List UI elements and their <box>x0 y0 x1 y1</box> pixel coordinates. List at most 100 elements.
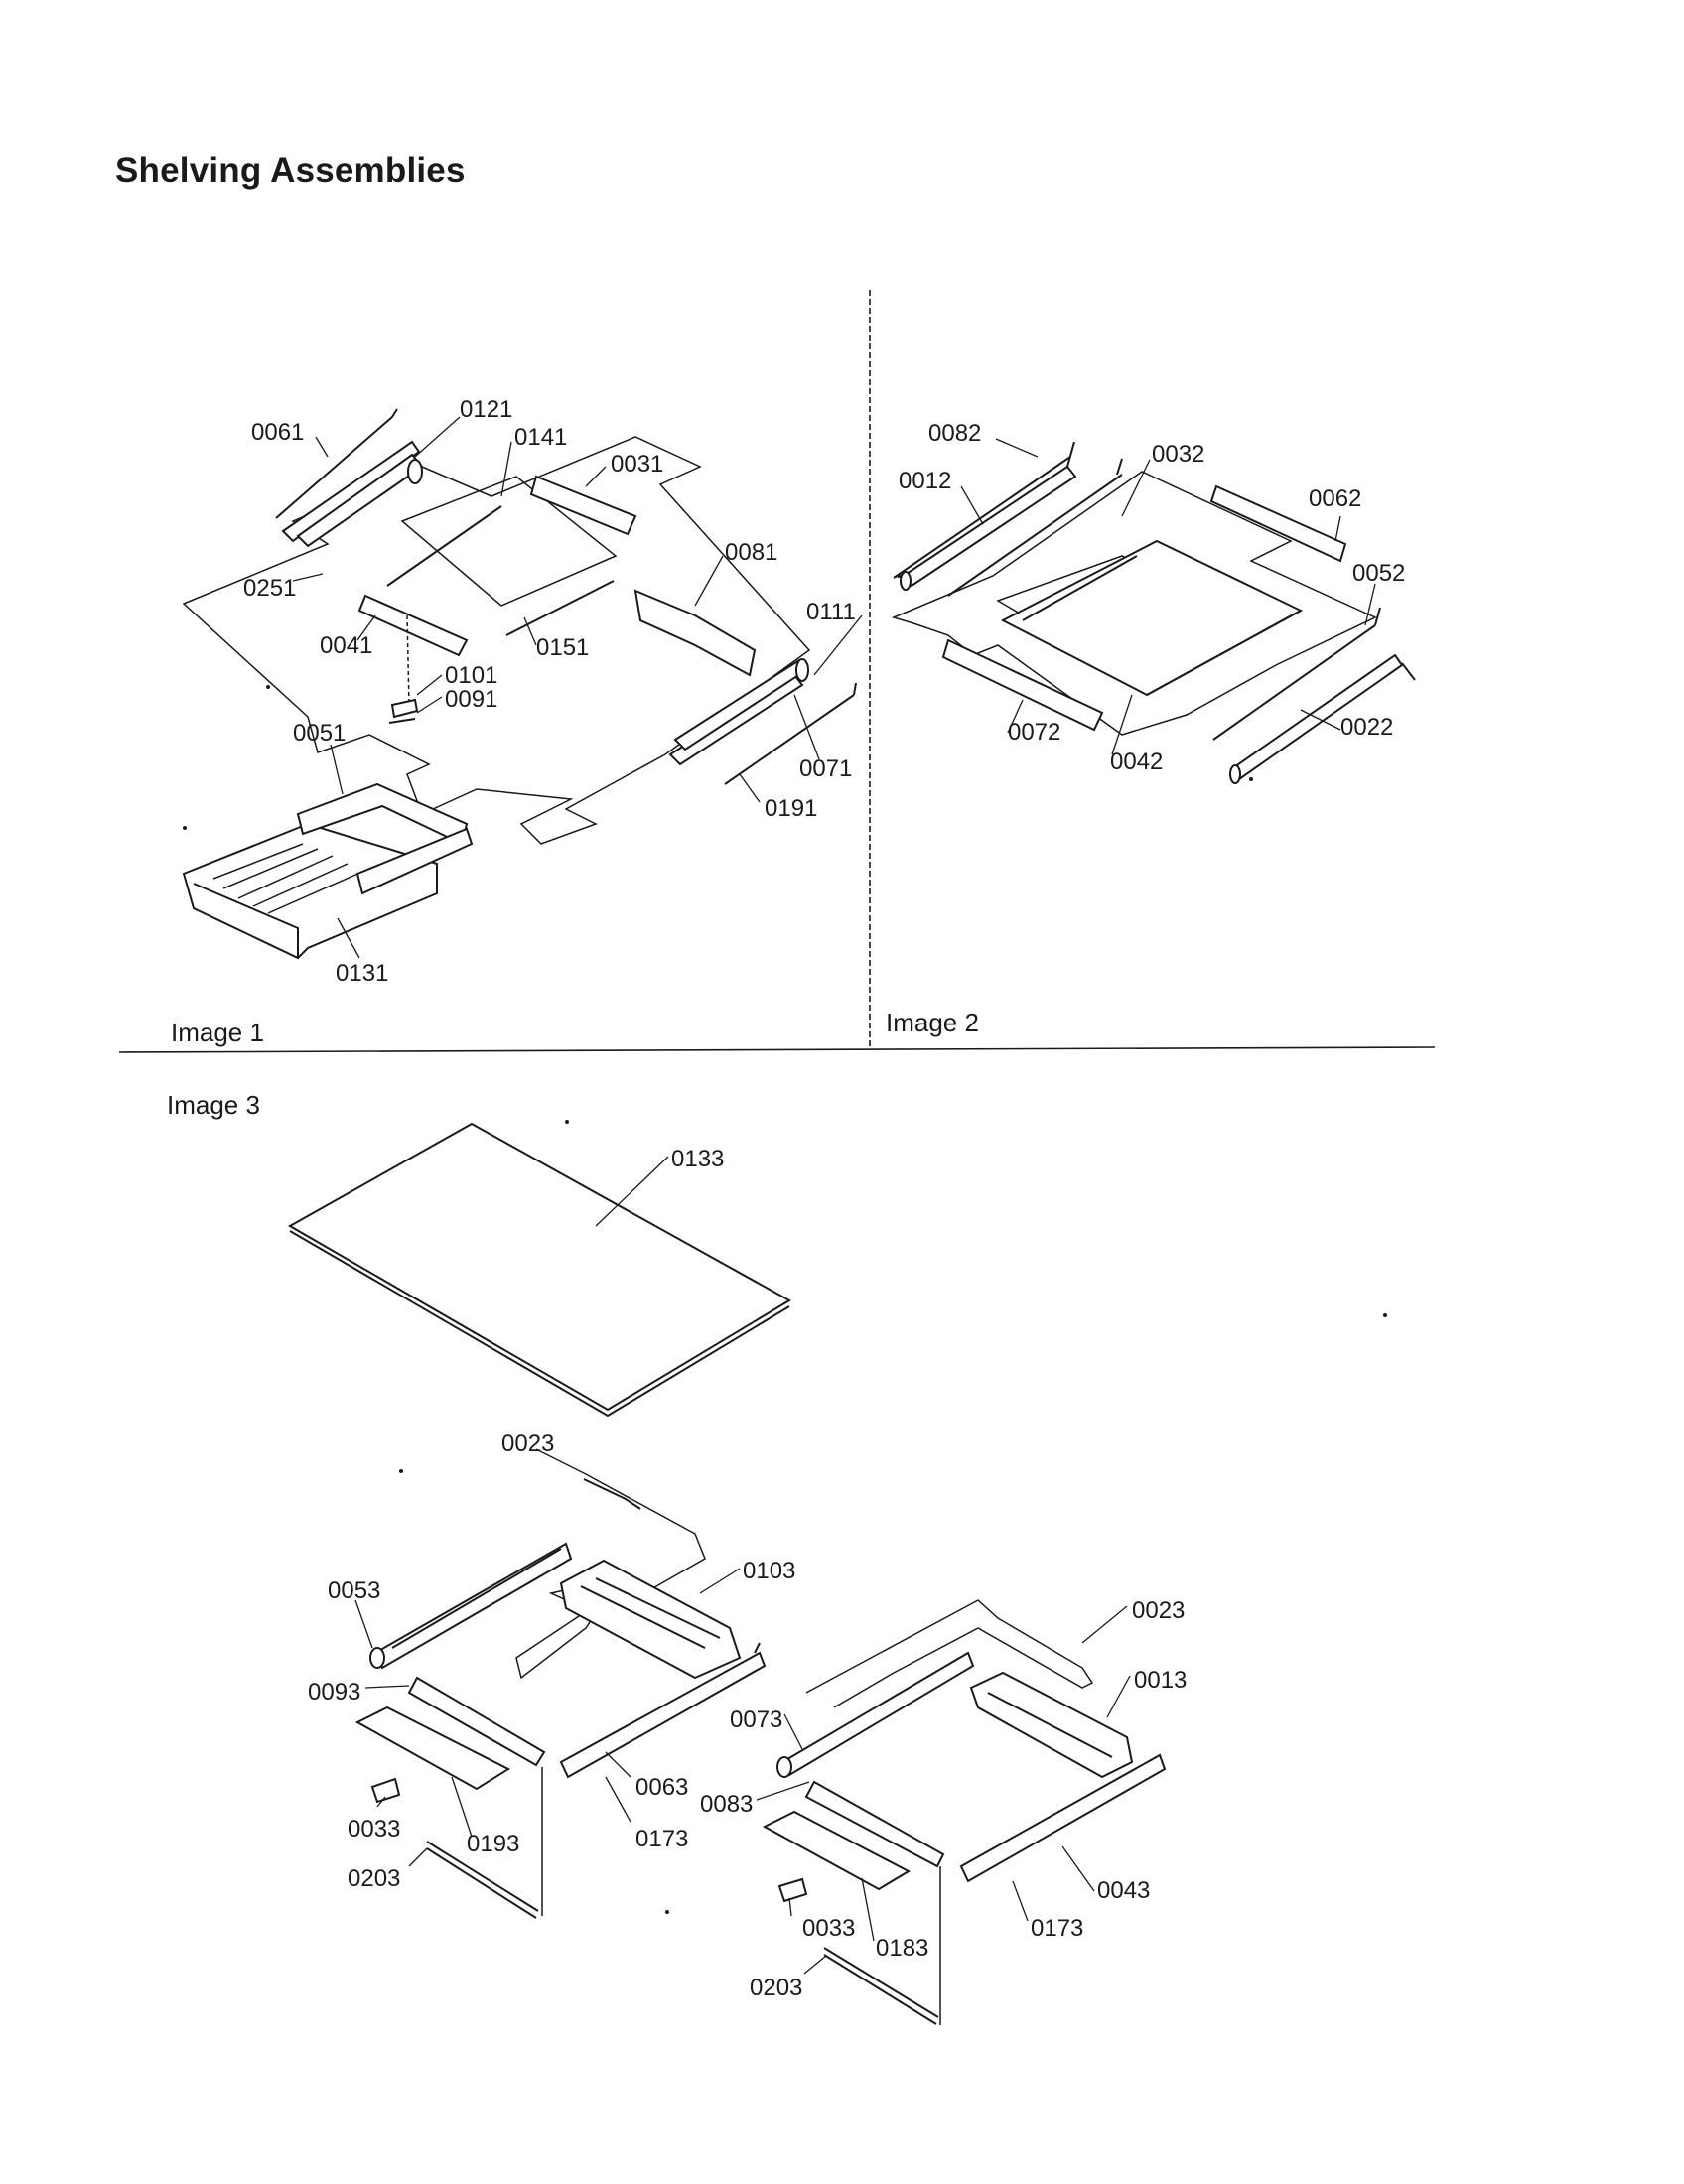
left-rail-end-cap <box>407 459 423 484</box>
shelf-outline <box>182 436 811 845</box>
rear-trim <box>633 589 757 677</box>
callout-0082: 0082 <box>928 420 981 447</box>
right-rail-end-cap <box>795 658 809 682</box>
clip-3b <box>777 1877 808 1903</box>
left-rail <box>281 440 421 543</box>
callout-0191: 0191 <box>765 795 817 822</box>
drawer-front-edge <box>193 883 299 958</box>
callout-0193: 0193 <box>467 1831 519 1857</box>
image-3-drawing: 0133 0023 0103 0053 0093 0063 0033 0193 … <box>287 1120 1387 2025</box>
left-side-rail-3 <box>373 1542 573 1670</box>
drawer-body <box>182 822 438 960</box>
callout-0173: 0173 <box>635 1826 688 1852</box>
callout-0093: 0093 <box>308 1679 360 1706</box>
callout-0031: 0031 <box>611 451 663 478</box>
callout-0042: 0042 <box>1110 749 1163 775</box>
screw <box>388 718 416 724</box>
front-panel-3b <box>762 1810 912 1891</box>
clip <box>390 698 419 719</box>
page-title: Shelving Assemblies <box>115 151 466 190</box>
callout-0101: 0101 <box>445 662 497 689</box>
callout-0141: 0141 <box>514 424 567 451</box>
image-1-label: Image 1 <box>171 1018 264 1047</box>
glass-pane-2 <box>1000 539 1304 697</box>
callout-0071: 0071 <box>799 755 852 782</box>
callout-0033b: 0033 <box>802 1915 855 1942</box>
left-rail-2-hook <box>1066 441 1075 468</box>
right-frame-3 <box>805 1599 1094 1708</box>
image-1-drawing: 0061 0121 0141 0031 0081 0251 0041 0151 … <box>182 396 863 987</box>
callout-0023b: 0023 <box>1132 1597 1185 1624</box>
panel-divider-horizontal <box>118 1046 1436 1053</box>
right-side-rail-3 <box>559 1651 767 1779</box>
left-rail-2-back <box>947 474 1123 597</box>
support-bar <box>357 594 469 657</box>
left-wire-3 <box>583 1478 641 1510</box>
callout-0013: 0013 <box>1134 1667 1187 1694</box>
left-side-rail-3-cap <box>369 1647 385 1669</box>
front-bar-3b <box>804 1780 945 1868</box>
callout-0173b: 0173 <box>1031 1915 1083 1942</box>
glass-shelf-3 <box>287 1122 791 1412</box>
callout-0072: 0072 <box>1008 719 1060 746</box>
image-2-drawing: 0082 0032 0012 0062 0052 0072 0042 0022 <box>891 420 1416 784</box>
trim-3b <box>823 1947 939 2025</box>
image-3-label: Image 3 <box>167 1090 260 1120</box>
glass-edge-front <box>1022 555 1138 621</box>
callout-0133: 0133 <box>671 1146 724 1172</box>
rear-trim-strip <box>505 580 615 636</box>
top-trim-2 <box>1209 484 1347 563</box>
right-rail-2-pin <box>1401 662 1416 681</box>
callout-0203b: 0203 <box>750 1975 802 2001</box>
right-side-rail-3-tip <box>754 1642 761 1654</box>
callout-0061: 0061 <box>251 419 304 446</box>
right-rail-back <box>724 682 857 785</box>
right-rail <box>668 673 804 766</box>
left-rail-back <box>275 408 398 519</box>
slide-housing-3-lines <box>580 1577 721 1649</box>
callout-0151: 0151 <box>536 634 589 661</box>
left-rail-inner <box>296 453 424 548</box>
left-rail-2-back-hook <box>1116 458 1123 476</box>
slide-housing-3 <box>559 1559 742 1680</box>
callout-0073: 0073 <box>730 1706 782 1733</box>
callout-0131: 0131 <box>336 960 388 987</box>
right-rail-2-cap <box>1229 764 1241 784</box>
callout-0033: 0033 <box>348 1816 400 1843</box>
callout-0023: 0023 <box>501 1431 554 1457</box>
front-trim <box>529 475 637 536</box>
glass-shelf-3-edge <box>289 1230 790 1418</box>
callout-0081: 0081 <box>725 539 777 566</box>
callout-0022: 0022 <box>1340 714 1393 741</box>
drawer-slide <box>355 827 474 895</box>
callout-0183: 0183 <box>876 1935 928 1962</box>
front-trim-2 <box>941 638 1104 732</box>
callout-0121: 0121 <box>460 396 512 423</box>
callout-0091: 0091 <box>445 686 497 713</box>
right-rail-2-inner <box>1212 624 1376 741</box>
callout-0043: 0043 <box>1097 1877 1150 1904</box>
glass-pane <box>400 476 618 607</box>
callout-0052: 0052 <box>1352 560 1405 587</box>
support-bar-guide <box>406 614 410 706</box>
left-rail-2-inner <box>893 456 1071 579</box>
left-rail-2-cap <box>900 571 912 591</box>
left-side-rail-3b-cap <box>776 1756 792 1778</box>
callout-0063: 0063 <box>635 1774 688 1801</box>
callout-0062: 0062 <box>1309 485 1361 512</box>
right-side-rail-3b <box>959 1753 1167 1883</box>
callout-0251: 0251 <box>243 575 296 602</box>
callout-0203: 0203 <box>348 1865 400 1892</box>
right-rail-upper <box>673 658 808 751</box>
callout-0083: 0083 <box>700 1791 753 1818</box>
front-bar-3 <box>407 1676 546 1767</box>
left-side-rail-3b <box>780 1651 975 1777</box>
callout-0053: 0053 <box>328 1577 380 1604</box>
callout-0111: 0111 <box>806 599 856 625</box>
clip-3 <box>370 1777 401 1804</box>
callout-0051: 0051 <box>293 720 346 747</box>
callout-0041: 0041 <box>320 632 372 659</box>
callout-0032: 0032 <box>1152 441 1204 468</box>
trim-3 <box>426 1841 539 1919</box>
